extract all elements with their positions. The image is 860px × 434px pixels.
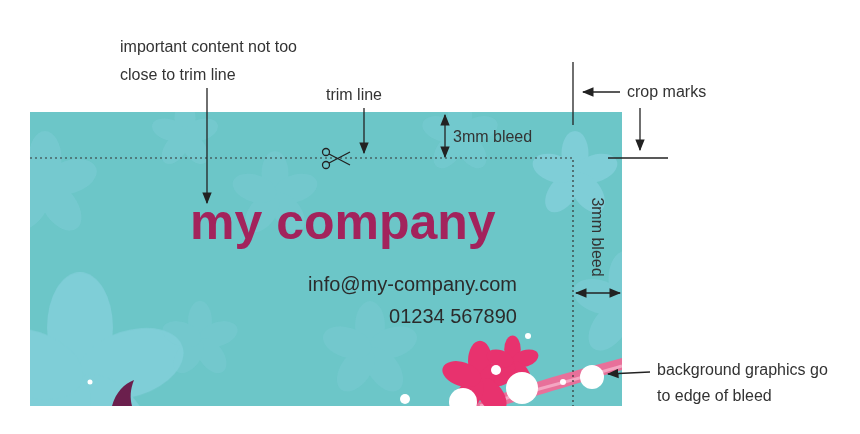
- white-dots: [88, 333, 605, 406]
- company-name: my company: [190, 192, 496, 252]
- scissors-handle: [323, 162, 330, 169]
- dot: [400, 394, 410, 404]
- purple-leaf: [112, 380, 134, 406]
- dimension-arrow: [444, 115, 445, 157]
- crop-mark: [572, 62, 573, 125]
- trim-line: [30, 158, 573, 406]
- scissors-icon: [323, 149, 351, 169]
- callout-label: crop marks: [627, 79, 706, 105]
- pink-flowers: [439, 336, 541, 406]
- dot: [506, 372, 538, 404]
- crop-mark: [608, 157, 668, 158]
- dot: [449, 388, 477, 406]
- scissors-handle: [323, 149, 330, 156]
- dot: [491, 365, 501, 375]
- callout-label: trim line: [326, 82, 382, 108]
- dot: [525, 333, 531, 339]
- leader-arrow: [363, 108, 364, 153]
- callout-label: background graphics go to edge of bleed: [657, 357, 829, 409]
- leader-arrow: [206, 88, 207, 203]
- callout-label: important content not too close to trim …: [120, 33, 300, 89]
- leader-arrow: [608, 372, 650, 374]
- dimension-label: 3mm bleed: [584, 197, 610, 276]
- pale-flowers: [30, 112, 622, 406]
- crop-marks: [573, 62, 668, 158]
- flower: [159, 301, 241, 379]
- phone-number: 01234 567890: [389, 304, 517, 328]
- business-card: my company info@my-company.com 01234 56789…: [30, 112, 622, 406]
- dot: [560, 379, 566, 385]
- background-graphics: [30, 112, 622, 406]
- dot: [88, 380, 93, 385]
- dimension-label: 3mm bleed: [453, 124, 532, 150]
- leader-arrow: [583, 91, 620, 92]
- scissors-blades: [329, 152, 350, 165]
- flower: [30, 131, 101, 238]
- leader-arrow: [639, 108, 640, 150]
- flower: [529, 131, 621, 219]
- flower: [149, 112, 221, 169]
- dot: [580, 365, 604, 389]
- email-address: info@my-company.com: [308, 272, 517, 296]
- dimension-arrow: [576, 292, 620, 293]
